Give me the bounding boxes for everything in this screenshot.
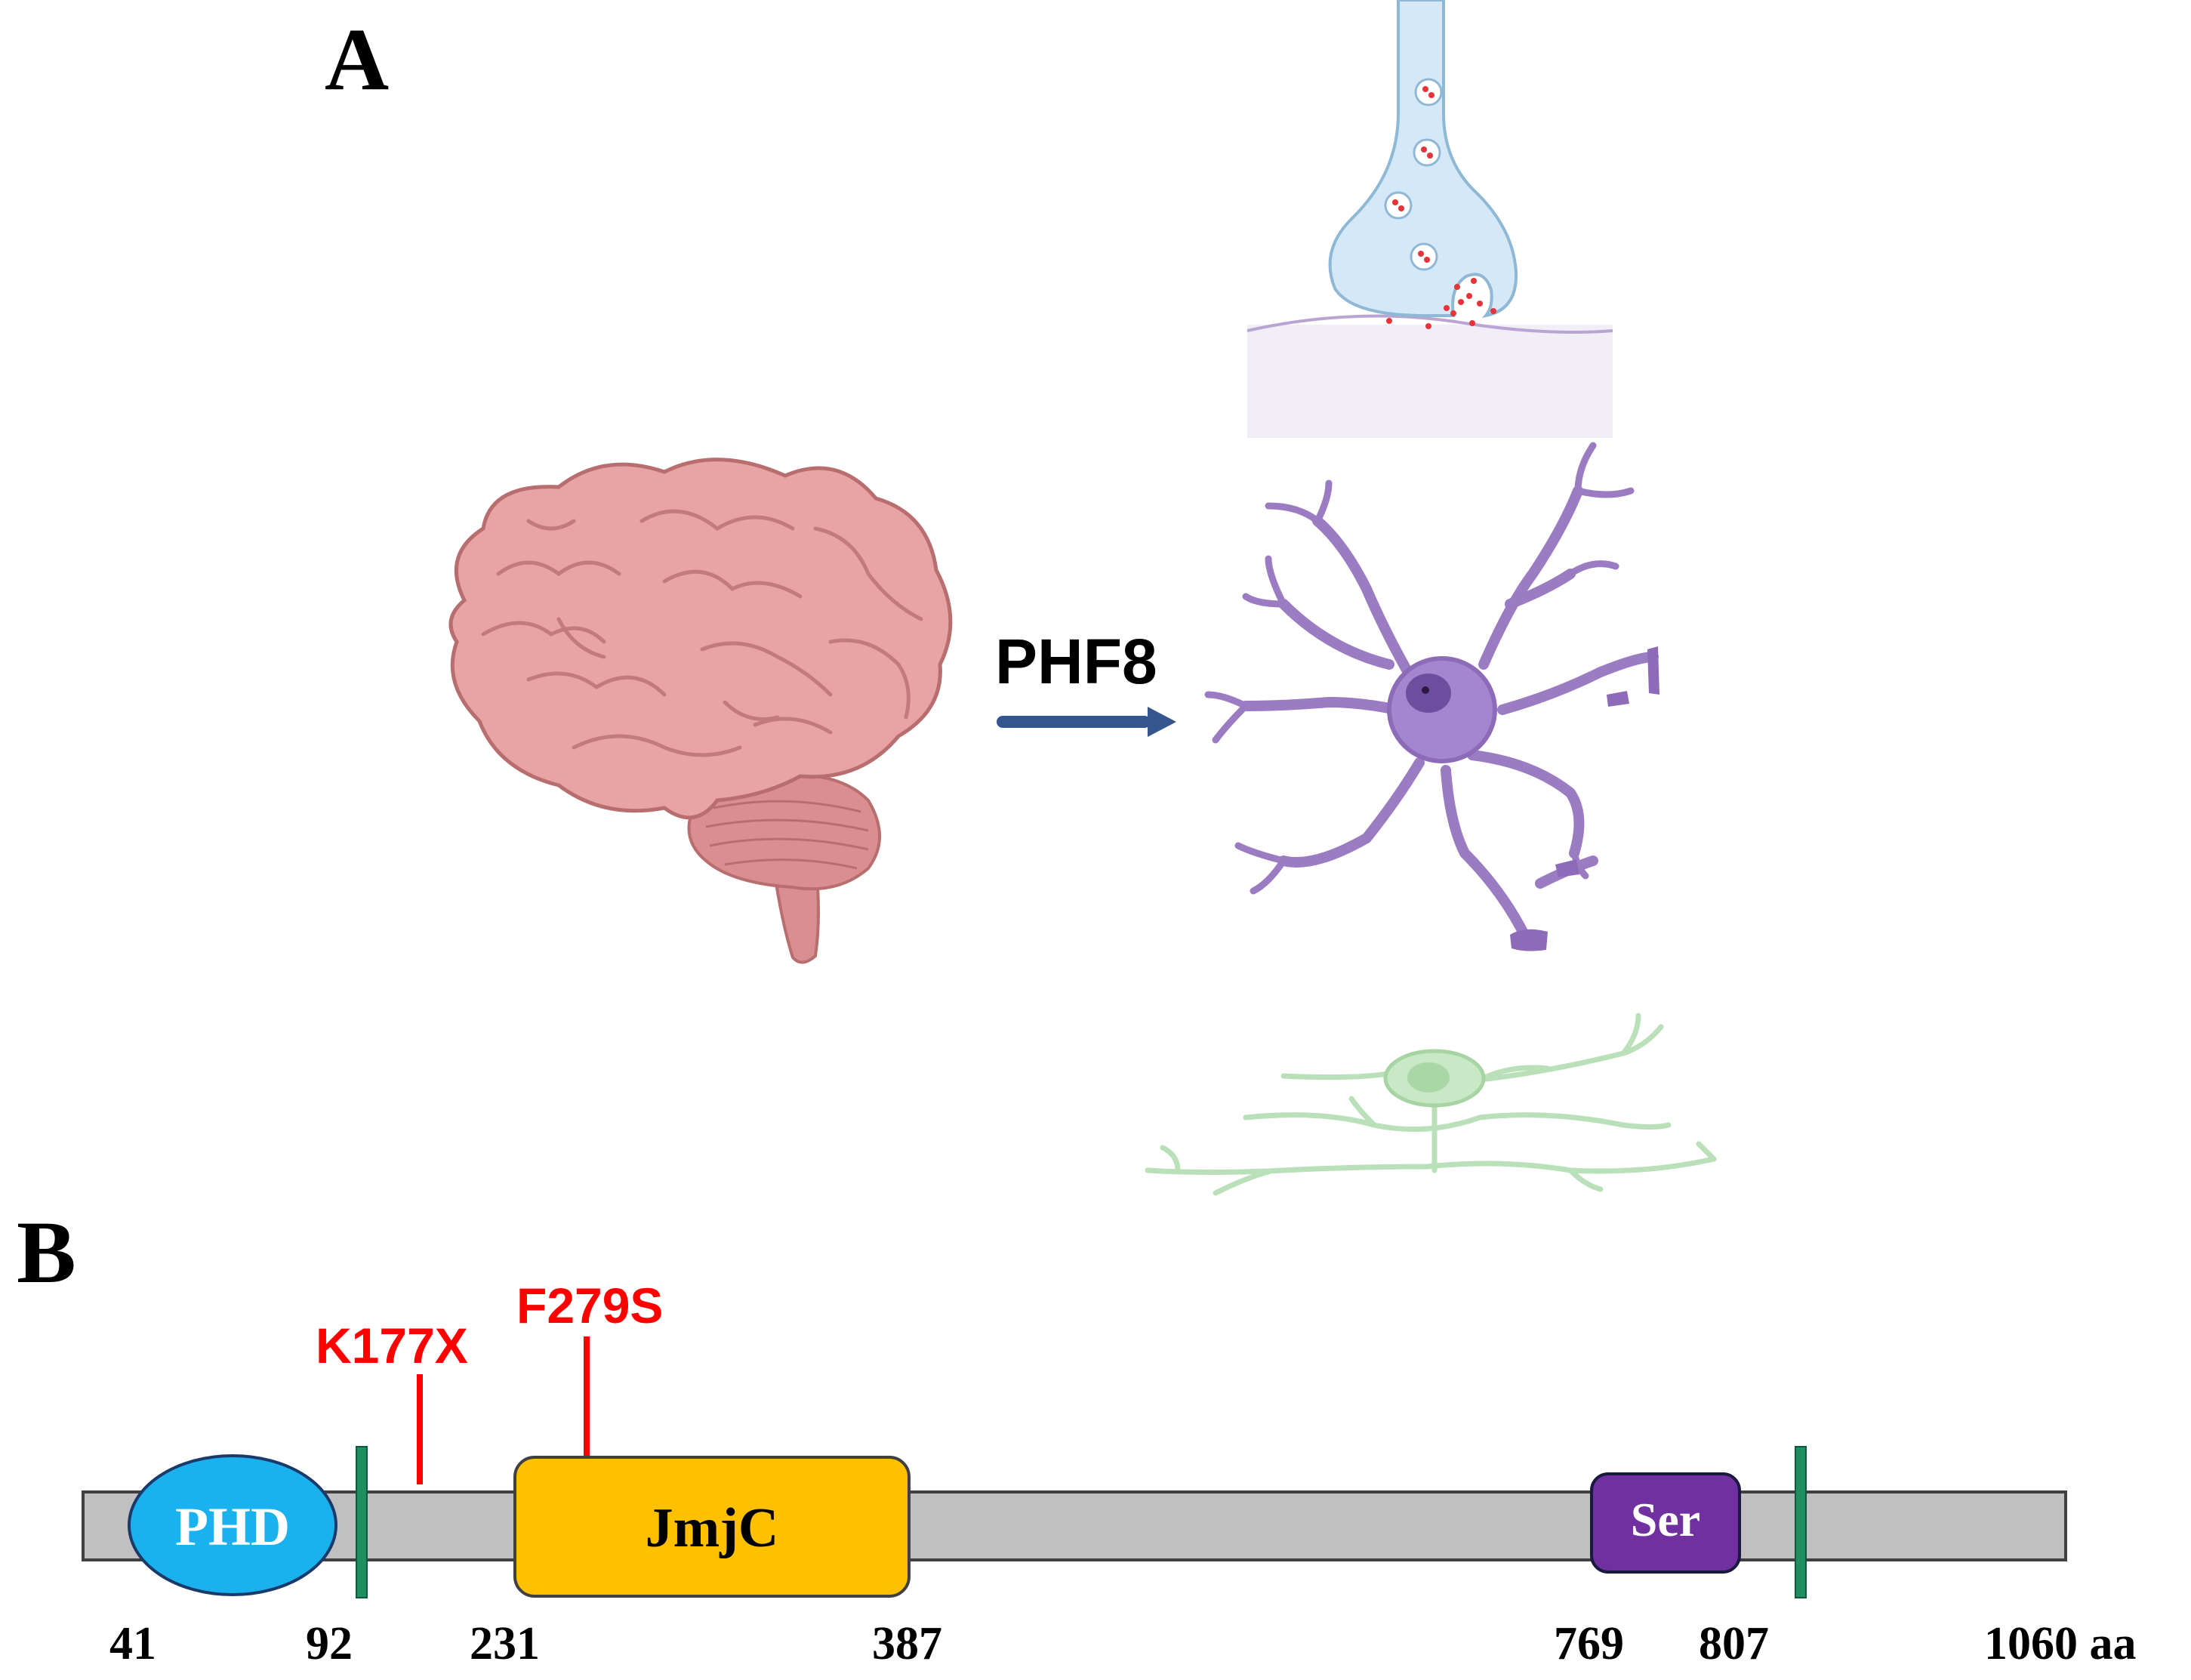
- position-label-231: 231: [470, 1618, 540, 1669]
- domain-jmjc-label: JmjC: [646, 1497, 779, 1559]
- arrow-head: [1148, 707, 1176, 737]
- position-label-92: 92: [306, 1618, 353, 1669]
- domain-phd: [128, 1454, 337, 1596]
- phf8-arrow: PHF8: [995, 626, 1176, 737]
- position-label-769: 769: [1554, 1618, 1624, 1669]
- phf8-label: PHF8: [995, 626, 1157, 697]
- mutation-f279s-line: [584, 1336, 590, 1456]
- position-label-807: 807: [1699, 1618, 1769, 1669]
- position-label-41: 41: [109, 1618, 156, 1669]
- glial-cell-icon: [1145, 1013, 1717, 1196]
- mutation-k177x-label: K177X: [316, 1318, 468, 1373]
- panel-b-label: B: [17, 1203, 76, 1302]
- arrow-shaft: [997, 716, 1151, 728]
- mutation-f279s-label: F279S: [516, 1278, 663, 1333]
- mutation-k177x-line: [417, 1374, 423, 1484]
- domain-jmjc: [513, 1456, 911, 1598]
- domain-ser: [1590, 1472, 1741, 1574]
- domain-ser-label: Ser: [1631, 1493, 1700, 1546]
- position-label-387: 387: [872, 1618, 942, 1669]
- mutation-f279s: F279S: [516, 1278, 663, 1456]
- marker-bar-1: [356, 1446, 368, 1598]
- protein-diagram: PHD JmjC Ser: [82, 1446, 2067, 1598]
- marker-bar-2: [1795, 1446, 1807, 1598]
- position-labels: 41 92 231 387 769 807 1060 aa: [109, 1618, 2137, 1669]
- domain-phd-label: PHD: [175, 1497, 290, 1557]
- mutation-k177x: K177X: [316, 1318, 468, 1484]
- position-label-1060: 1060 aa: [1984, 1618, 2137, 1669]
- brain-icon: [448, 458, 953, 964]
- protein-backbone: [82, 1490, 2067, 1561]
- panel-a-label: A: [325, 10, 389, 109]
- synapse-icon: [1246, 0, 1613, 438]
- neuron-icon: [1204, 442, 1659, 951]
